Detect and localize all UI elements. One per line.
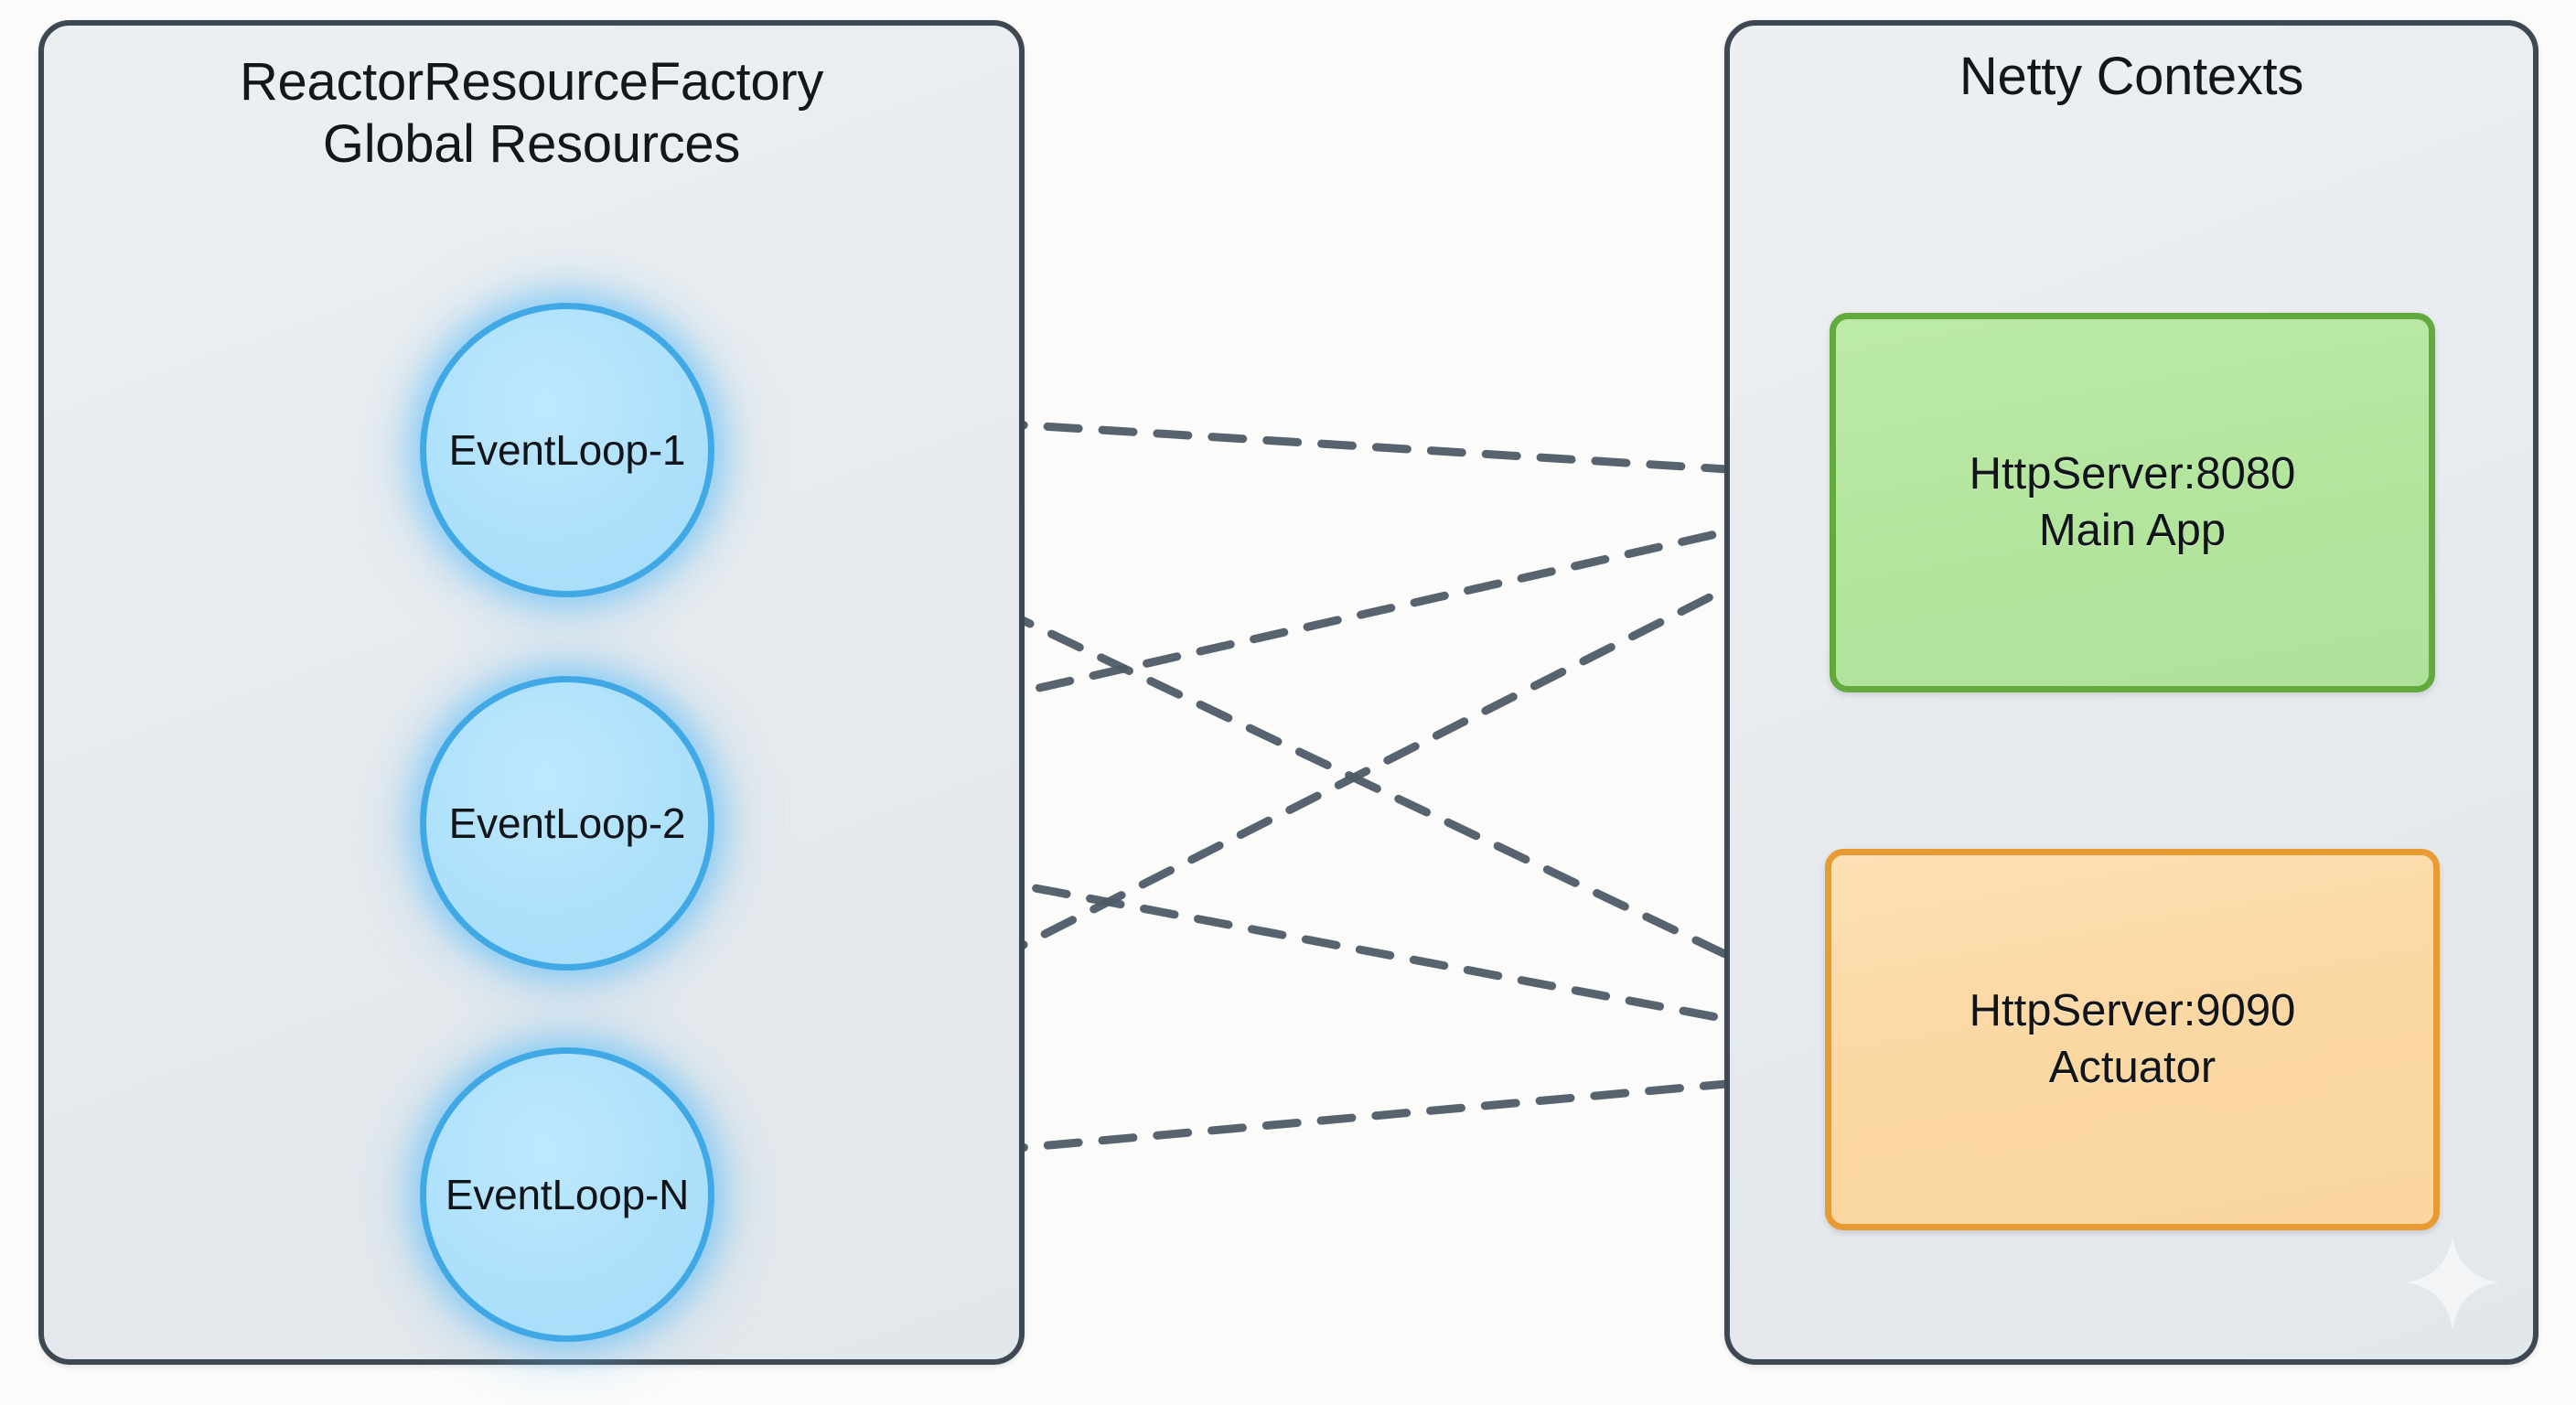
node-http-server-9090[interactable]: HttpServer:9090 Actuator [1825, 849, 2440, 1230]
node-http-server-9090-line2: Actuator [2048, 1042, 2216, 1092]
node-http-server-8080[interactable]: HttpServer:8080 Main App [1830, 313, 2435, 692]
node-eventloop-1[interactable]: EventLoop-1 [420, 303, 714, 597]
panel-title-netty-contexts: Netty Contexts [1959, 47, 2304, 106]
sparkle-icon [2405, 1235, 2500, 1330]
node-http-server-9090-line1: HttpServer:9090 [1969, 985, 2296, 1035]
node-eventloop-2-label: EventLoop-2 [448, 799, 686, 847]
node-eventloop-1-label: EventLoop-1 [448, 426, 686, 474]
node-eventloop-2[interactable]: EventLoop-2 [420, 676, 714, 971]
node-eventloop-n-label: EventLoop-N [445, 1171, 690, 1218]
node-http-server-8080-line1: HttpServer:8080 [1969, 448, 2296, 499]
panel-reactor-resource-factory: ReactorResourceFactory Global Resources … [38, 20, 1025, 1365]
node-http-server-8080-line2: Main App [2038, 505, 2227, 555]
node-eventloop-n[interactable]: EventLoop-N [420, 1047, 714, 1342]
panel-title-reactor-resource-factory: ReactorResourceFactory Global Resources [239, 52, 824, 175]
